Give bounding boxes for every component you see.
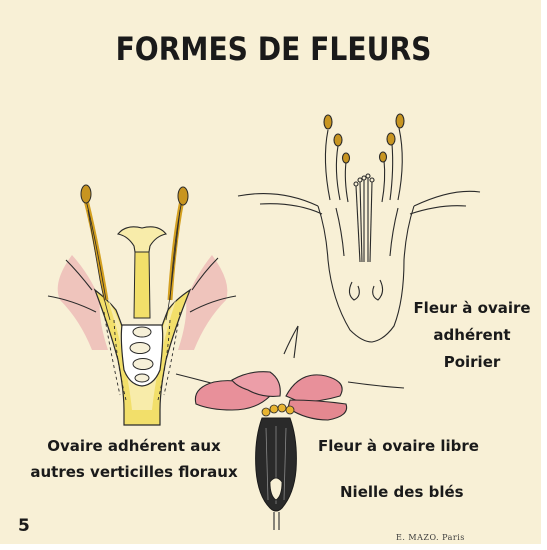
label-pear-flower-line2: adhérent: [398, 326, 546, 344]
label-pear-flower-line1: Fleur à ovaire: [398, 299, 546, 317]
label-free-ovary-line1: Fleur à ovaire libre: [318, 437, 479, 455]
publisher-signature: E. MAZO. Paris: [396, 533, 465, 542]
label-adherent-line2: autres verticilles floraux: [14, 463, 254, 481]
label-adherent-line1: Ovaire adhérent aux: [14, 437, 254, 455]
bottom-margin: [0, 544, 547, 550]
label-pear-flower-line3: Poirier: [398, 353, 546, 371]
right-margin: [541, 0, 547, 550]
label-free-ovary-line2: Nielle des blés: [340, 483, 464, 501]
plate-number: 5: [18, 516, 30, 536]
